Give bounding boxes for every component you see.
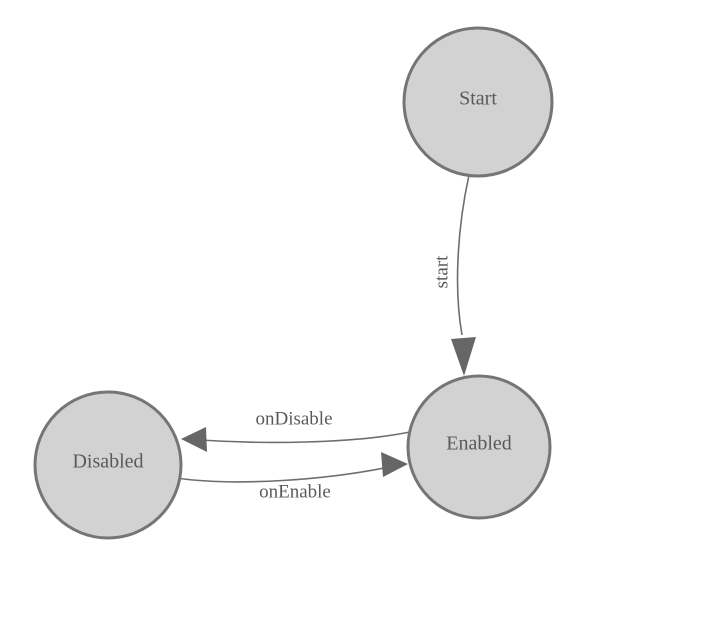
node-enabled[interactable]: Enabled [406, 374, 552, 520]
node-enabled-circle [406, 374, 552, 520]
edge-disabled-to-enabled[interactable]: onEnable [175, 452, 408, 502]
edge-start-to-enabled[interactable]: start [431, 174, 476, 376]
edge-disabled-to-enabled-path [175, 466, 390, 483]
node-disabled-label: Disabled [72, 451, 143, 473]
node-start-label: Start [459, 88, 497, 110]
edge-start-to-enabled-path [456, 174, 470, 336]
edge-disabled-to-enabled-arrowhead [381, 452, 408, 477]
edge-enabled-to-disabled-path [199, 431, 411, 444]
node-start-circle [402, 26, 554, 178]
node-enabled-label: Enabled [446, 433, 512, 455]
edge-start-to-enabled-arrowhead [451, 337, 476, 376]
edge-enabled-to-disabled[interactable]: onDisable [181, 408, 411, 452]
edge-disabled-to-enabled-label: onEnable [259, 481, 331, 502]
edge-enabled-to-disabled-arrowhead [181, 427, 207, 452]
node-disabled-circle [33, 390, 183, 540]
edge-start-to-enabled-label: start [431, 255, 452, 288]
edge-enabled-to-disabled-label: onDisable [255, 408, 332, 429]
node-disabled[interactable]: Disabled [33, 390, 183, 540]
node-start[interactable]: Start [402, 26, 554, 178]
